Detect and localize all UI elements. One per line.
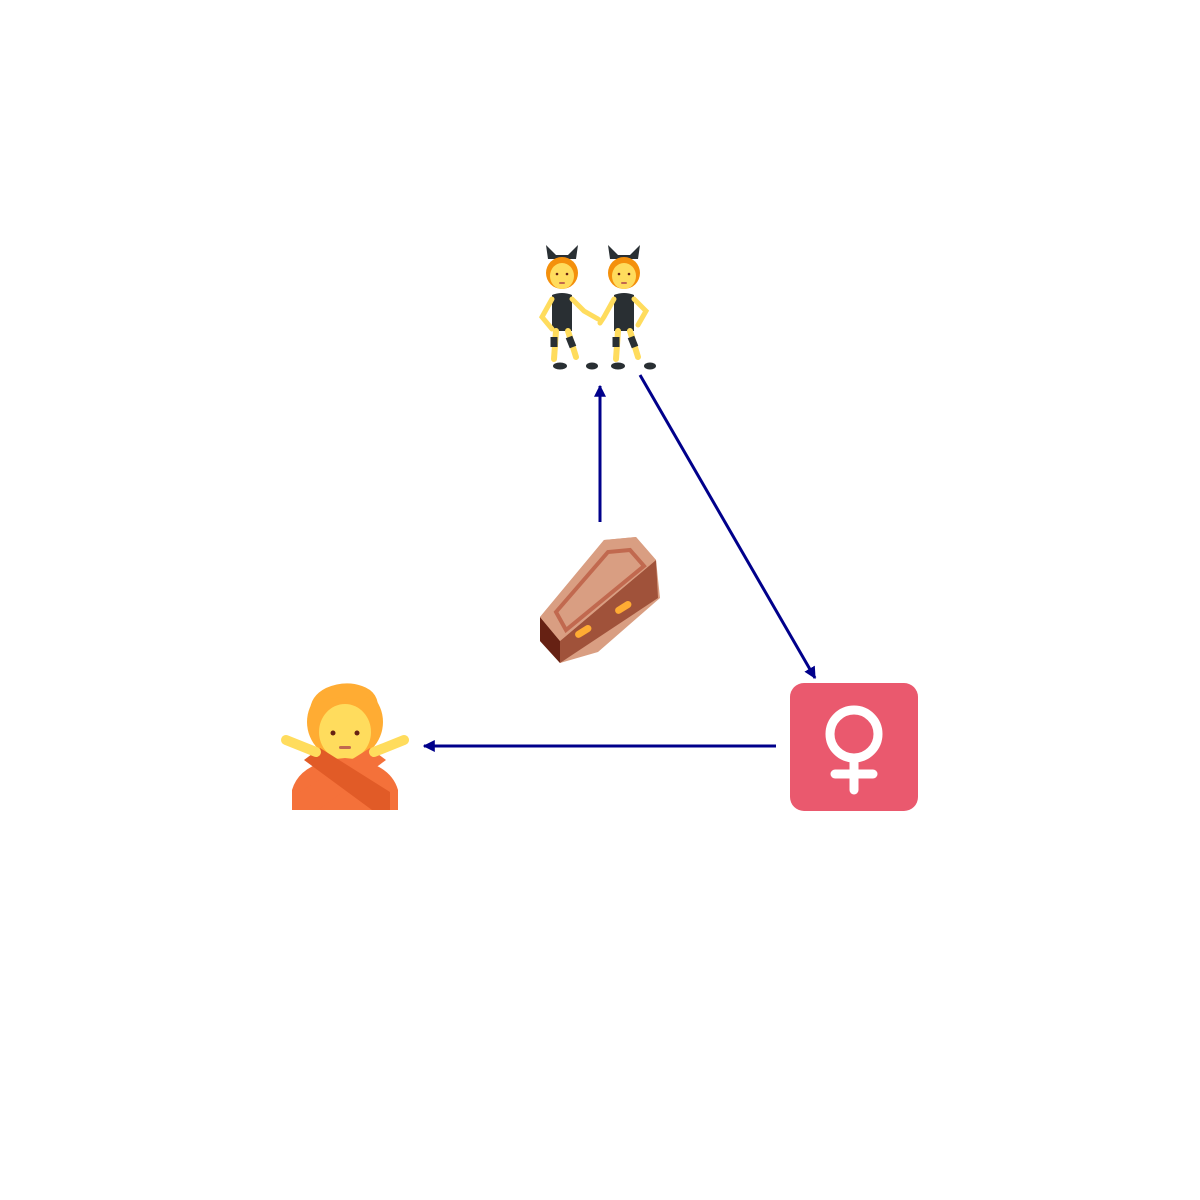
female-sign-icon [790, 683, 918, 811]
coffin-icon [540, 537, 660, 663]
women-with-bunny-ears-icon [538, 245, 656, 370]
dancer-left [538, 245, 601, 370]
edges [422, 374, 817, 752]
person-gesturing-no-icon [281, 683, 409, 810]
dancer-right [597, 245, 656, 370]
edge-dancers-to-female-sign [638, 374, 817, 680]
